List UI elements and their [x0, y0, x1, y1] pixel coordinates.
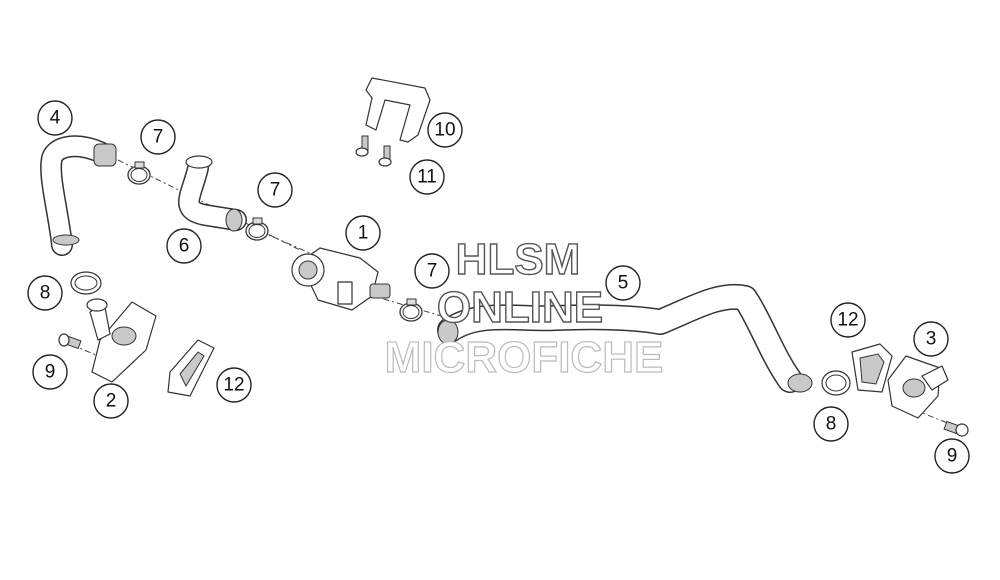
- callout-7-right: 7: [414, 253, 450, 289]
- callout-7-top-left: 7: [140, 119, 176, 155]
- part-bolts-11: [355, 135, 392, 167]
- callout-9-left: 9: [32, 354, 68, 390]
- svg-text:4: 4: [50, 108, 61, 129]
- svg-text:9: 9: [947, 446, 958, 467]
- callout-4: 4: [37, 100, 73, 136]
- svg-text:2: 2: [106, 391, 117, 412]
- svg-text:8: 8: [826, 414, 837, 435]
- callout-6: 6: [166, 228, 202, 264]
- clamp-7a: [127, 161, 151, 185]
- callout-1: 1: [345, 215, 381, 251]
- svg-text:9: 9: [45, 362, 56, 383]
- callout-8-left: 8: [27, 275, 63, 311]
- svg-text:6: 6: [179, 236, 190, 257]
- svg-text:5: 5: [618, 273, 629, 294]
- clamp-7c: [399, 298, 423, 322]
- callout-3: 3: [913, 321, 949, 357]
- svg-text:1: 1: [358, 223, 369, 244]
- callout-2: 2: [93, 383, 129, 419]
- part-valve-1: [291, 247, 391, 311]
- callout-8-right: 8: [813, 406, 849, 442]
- svg-text:7: 7: [270, 180, 281, 201]
- svg-text:3: 3: [926, 329, 937, 350]
- clamp-8b: [821, 370, 851, 396]
- clamp-7b: [245, 217, 269, 241]
- svg-text:8: 8: [40, 283, 51, 304]
- callout-9-right: 9: [934, 438, 970, 474]
- watermark: HLSM ONLINE MICROFICHE: [384, 234, 664, 382]
- bolt-9a: [58, 333, 82, 350]
- bolt-9b: [943, 420, 969, 437]
- part-pipe-5: [437, 283, 813, 393]
- svg-text:10: 10: [434, 120, 455, 141]
- part-hose-4: [40, 135, 117, 256]
- callout-12-right: 12: [830, 302, 866, 338]
- watermark-line-2: ONLINE: [437, 283, 603, 332]
- svg-text:7: 7: [153, 127, 164, 148]
- svg-text:12: 12: [223, 375, 244, 396]
- callout-10: 10: [427, 112, 463, 148]
- watermark-line-1: HLSM: [456, 235, 581, 284]
- svg-text:7: 7: [427, 261, 438, 282]
- gasket-12a: [167, 339, 215, 397]
- callout-11: 11: [409, 159, 445, 195]
- callout-12-left: 12: [216, 367, 252, 403]
- watermark-line-3: MICROFICHE: [385, 333, 664, 382]
- part-cover-3: [887, 355, 949, 419]
- clamp-8a: [70, 271, 102, 295]
- svg-text:12: 12: [837, 310, 858, 331]
- callout-7-middle: 7: [257, 172, 293, 208]
- part-elbow-hose-6: [178, 155, 247, 232]
- part-bracket-10: [365, 77, 431, 143]
- svg-text:11: 11: [417, 167, 437, 188]
- part-cover-2: [86, 298, 157, 383]
- gasket-12b: [851, 343, 893, 393]
- callout-5: 5: [605, 265, 641, 301]
